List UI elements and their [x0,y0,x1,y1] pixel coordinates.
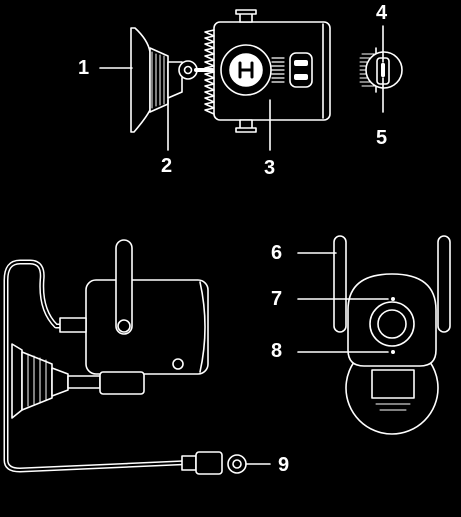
dc-jack-icon [227,454,247,474]
reset-port-icon [359,47,403,93]
antenna-right [437,235,451,333]
wall-mount-icon [130,27,185,133]
callout-2: 2 [161,155,173,177]
status-light-icon [391,350,395,354]
callout-1: 1 [78,57,90,79]
callout-3: 3 [264,157,276,179]
callout-6: 6 [271,242,283,264]
callout-5: 5 [376,127,388,149]
callout-7: 7 [271,288,283,310]
side-mount-icon [11,343,145,419]
front-camera-face [347,273,437,367]
lens-icon [369,301,415,347]
light-sensor-icon [391,297,395,301]
callout-9: 9 [278,454,290,476]
camera-side-body [59,239,209,375]
antenna-left [333,235,347,333]
camera-body-icon [204,9,331,133]
dc-plug-icon [195,451,223,475]
callout-4: 4 [376,2,388,24]
callout-8: 8 [271,340,283,362]
antenna-icon [115,239,133,335]
